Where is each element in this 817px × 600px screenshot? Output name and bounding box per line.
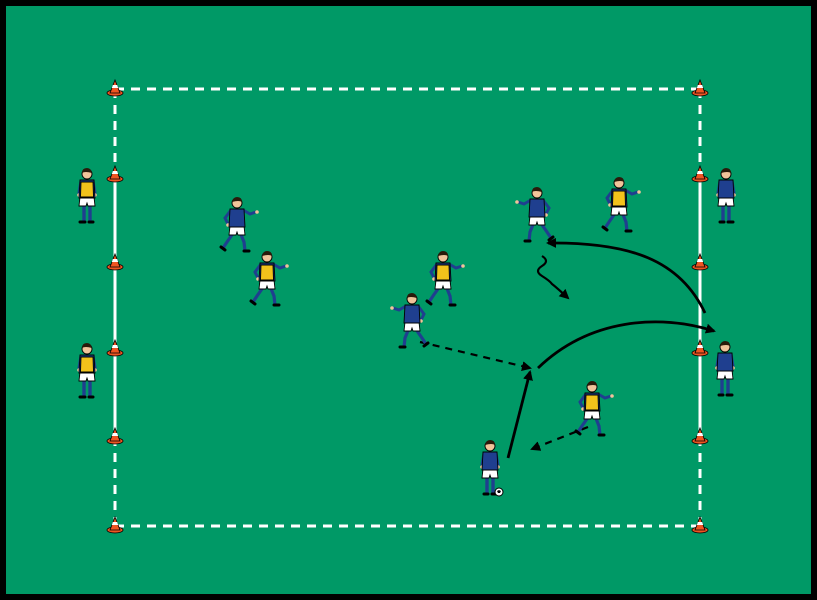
cone [106,164,124,183]
cone [106,78,124,97]
pass-up-arrow [506,370,533,459]
cone [106,252,124,271]
player-server-left-top [77,168,97,224]
player-blue-with-ball [480,440,504,497]
cone [691,426,709,445]
player-server-left-bottom [77,343,97,399]
run-yellow-bottom-arrow [530,425,589,451]
players [77,168,736,497]
cone [106,515,124,534]
movement-arrows [419,237,716,459]
player-yellow-middle [425,251,465,307]
cone [691,338,709,357]
cones [106,78,709,534]
run-blue-middle-arrow [419,340,532,372]
pass-to-server-arrow [537,320,716,370]
player-yellow-top-right [601,177,641,233]
player-yellow-bottom-right [574,381,614,437]
cone [691,164,709,183]
cone [691,78,709,97]
cone [691,515,709,534]
player-yellow-left [249,251,289,307]
player-server-right-bottom [715,341,735,397]
cone [106,338,124,357]
cone [691,252,709,271]
pass-from-server-arrow [546,237,707,314]
cone [106,426,124,445]
dribble-top-arrow [536,255,570,300]
player-blue-top-center [515,187,555,243]
player-server-right-top [716,168,736,224]
player-blue-left [219,197,259,253]
player-blue-middle [390,293,430,349]
